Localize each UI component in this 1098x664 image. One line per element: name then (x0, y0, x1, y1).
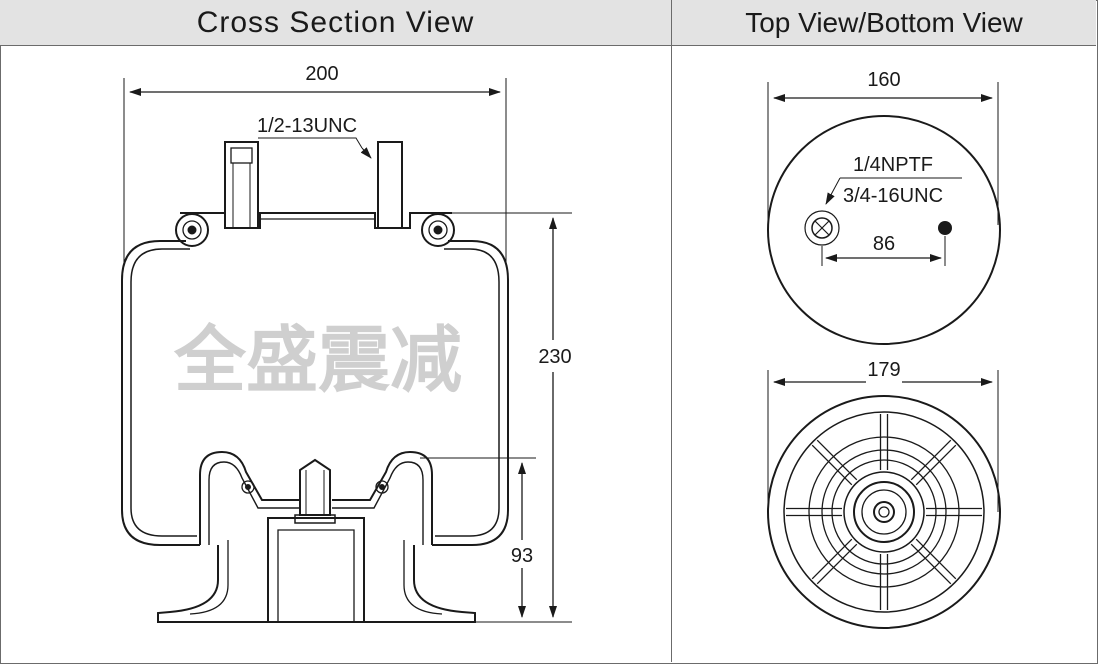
svg-text:全盛震减: 全盛震减 (173, 317, 462, 402)
bottom-rib (910, 543, 952, 585)
thread-label: 1/2-13UNC (257, 115, 372, 159)
piston-height-dimension: 93 (505, 462, 541, 618)
svg-text:3/4-16UNC: 3/4-16UNC (843, 185, 943, 207)
cross-section-panel: Cross Section View (0, 0, 672, 662)
bottom-rib (811, 444, 853, 486)
top-bottom-panel: Top View/Bottom View (672, 0, 1096, 662)
height-dimension: 230 (533, 217, 577, 618)
top-bottom-title: Top View/Bottom View (672, 0, 1096, 46)
bottom-view: 179 (767, 356, 1001, 629)
air-spring-cross-section (121, 141, 509, 623)
svg-text:86: 86 (873, 233, 895, 255)
bottom-rib (915, 538, 957, 580)
bottom-rib (816, 543, 858, 585)
svg-text:1/2-13UNC: 1/2-13UNC (257, 115, 357, 137)
svg-text:1/4NPTF: 1/4NPTF (853, 154, 933, 176)
width-dimension: 200 (129, 63, 501, 96)
cross-section-title: Cross Section View (0, 0, 671, 46)
top-view: 160 1/4NPTF 3/4-16UNC 86 (767, 69, 1001, 345)
bottom-rib (816, 439, 858, 481)
bottom-rib (915, 444, 957, 486)
svg-text:160: 160 (867, 69, 900, 91)
bottom-rib (811, 538, 853, 580)
watermark: 全盛震减 (173, 317, 462, 402)
svg-text:179: 179 (867, 359, 900, 381)
svg-text:200: 200 (305, 63, 338, 85)
bottom-rib (910, 439, 952, 481)
svg-text:230: 230 (538, 346, 571, 368)
svg-text:93: 93 (511, 545, 533, 567)
extension-lines (123, 78, 572, 623)
